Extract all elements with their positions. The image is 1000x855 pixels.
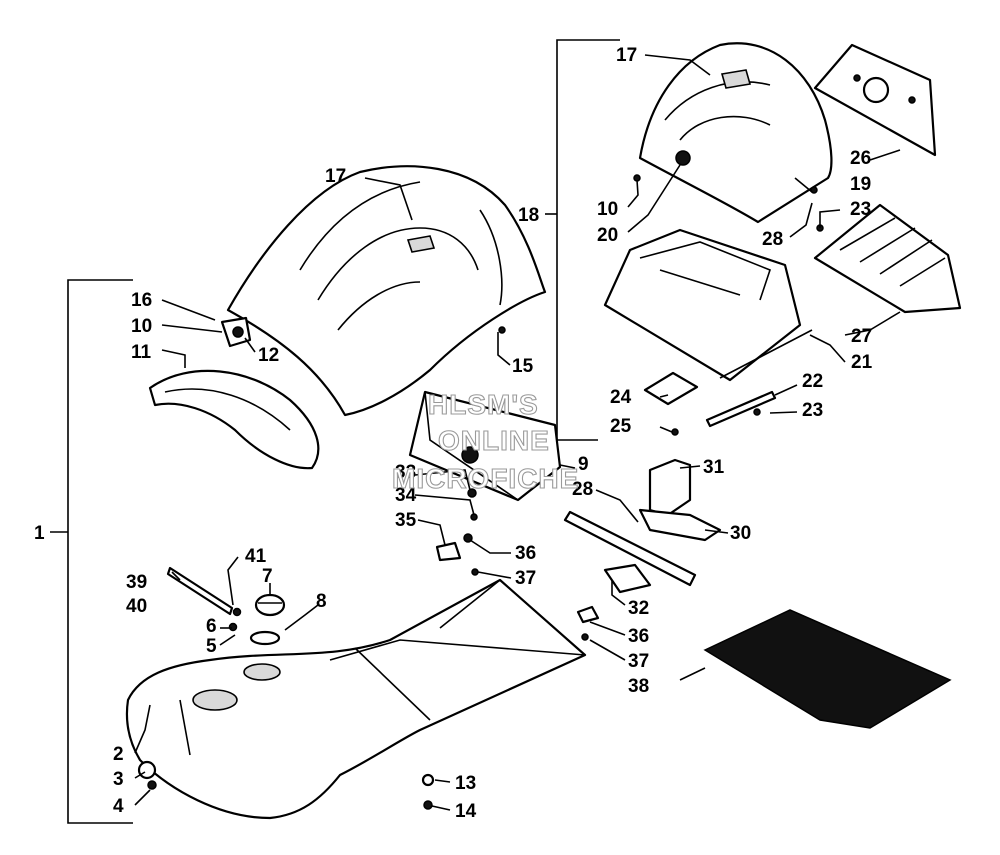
callout-33: 33 [395,462,416,483]
mounting-plate-part [813,43,937,157]
callout-23b: 23 [802,400,823,421]
callout-13: 13 [455,773,476,794]
callout-7: 7 [262,566,273,587]
callout-8: 8 [316,591,327,612]
front-cowl-part [148,369,320,470]
callout-21: 21 [851,352,873,373]
callout-labels: 1 2 3 4 5 6 7 8 9 10 10 11 12 13 14 15 1… [34,45,873,822]
watermark: HLSM'S ONLINE MICROFICHE [391,388,579,494]
watermark-line-1: HLSM'S [428,389,539,420]
fuel-cap-part [254,593,286,617]
callout-32: 32 [628,598,649,619]
callout-26: 26 [850,148,871,169]
callout-10b: 10 [597,199,618,220]
callout-2: 2 [113,744,124,765]
callout-9: 9 [578,454,589,475]
callout-28b: 28 [572,479,593,500]
callout-3: 3 [113,769,124,790]
callout-12: 12 [258,345,279,366]
callout-19: 19 [850,174,871,195]
callout-41: 41 [245,546,267,567]
watermark-line-2: ONLINE [438,425,550,456]
callout-30: 30 [730,523,751,544]
rear-bracket-part [563,458,722,594]
leader-lines [134,54,901,811]
callout-22: 22 [802,371,823,392]
callout-11: 11 [131,342,152,363]
callout-27: 27 [851,326,872,347]
callout-18: 18 [518,205,539,226]
callout-25: 25 [610,416,632,437]
callout-4: 4 [113,796,124,817]
fuel-tank-part [125,578,587,820]
rear-hood-part [638,42,833,224]
callout-17a: 17 [325,166,346,187]
callout-40: 40 [126,596,147,617]
callout-20: 20 [597,225,618,246]
callout-23a: 23 [850,199,871,220]
seal-ring-part [249,630,281,646]
callout-15: 15 [512,356,534,377]
storage-box-part [603,228,813,382]
callout-1: 1 [34,523,45,544]
callout-24: 24 [610,387,632,408]
small-plate-part [643,371,699,406]
callout-34: 34 [395,485,417,506]
rod-part [705,390,777,428]
seat-cover-part [226,165,547,417]
assembly-1-bracket [50,279,133,824]
callout-28a: 28 [762,229,783,250]
callout-36b: 36 [628,626,649,647]
callout-38: 38 [628,676,649,697]
callout-35: 35 [395,510,417,531]
callout-31: 31 [703,457,725,478]
callout-39: 39 [126,572,147,593]
callout-10a: 10 [131,316,152,337]
callout-16: 16 [131,290,152,311]
callout-6: 6 [206,616,217,637]
callout-37b: 37 [628,651,649,672]
callout-36a: 36 [515,543,536,564]
callout-5: 5 [206,636,217,657]
tray-part [813,203,962,314]
watermark-line-3: MICROFICHE [392,463,579,494]
cover-panel-part [703,609,952,729]
callout-17b: 17 [616,45,637,66]
console-box-part [408,390,562,502]
assembly-18-bracket [545,39,620,441]
callout-37a: 37 [515,568,536,589]
callout-14: 14 [455,801,477,822]
hose-part [166,566,234,616]
hood-clip-part [220,316,252,348]
